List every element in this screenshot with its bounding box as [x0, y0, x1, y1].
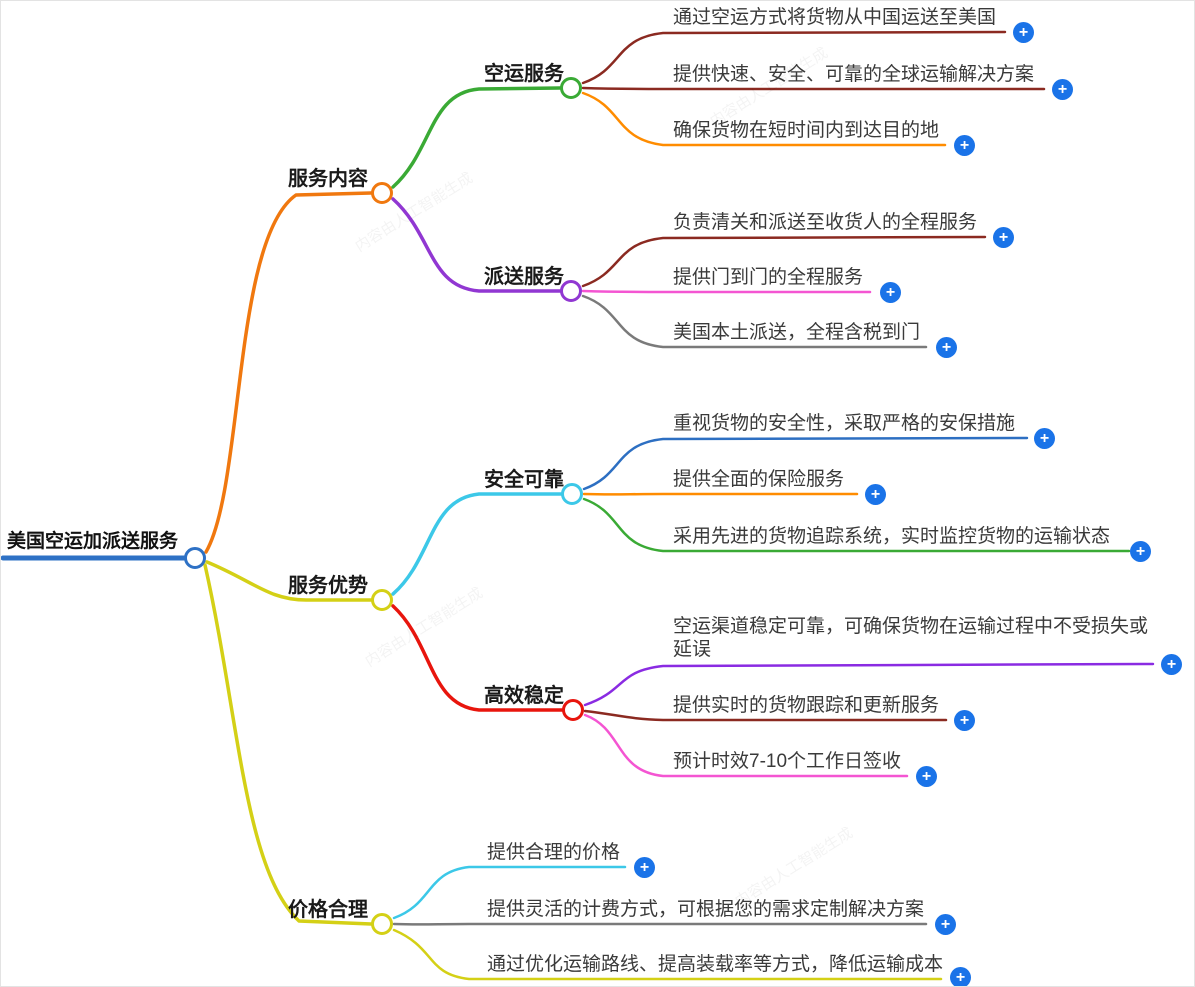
node-circle-safe-reliable[interactable] — [561, 483, 583, 505]
plus-icon: + — [921, 767, 932, 785]
plus-icon: + — [1166, 655, 1177, 673]
plus-button-reasonable-price-2[interactable]: + — [935, 914, 956, 935]
leaf-label-reasonable-price-1[interactable]: 提供合理的价格 — [487, 842, 621, 863]
subtopic-label-delivery[interactable]: 派送服务 — [484, 266, 564, 288]
plus-button-safe-reliable-2[interactable]: + — [865, 484, 886, 505]
plus-button-efficient-stable-1[interactable]: + — [1161, 654, 1182, 675]
leaf-line-safe-reliable-3 — [582, 497, 1131, 553]
node-circle-reasonable-price[interactable] — [371, 913, 393, 935]
leaf-label-delivery-2[interactable]: 提供门到门的全程服务 — [673, 267, 864, 288]
plus-button-air-freight-1[interactable]: + — [1013, 22, 1034, 43]
root-node-circle[interactable] — [184, 547, 206, 569]
subtopic-label-air-freight[interactable]: 空运服务 — [484, 63, 564, 85]
leaf-label-air-freight-3[interactable]: 确保货物在短时间内到达目的地 — [673, 120, 940, 141]
leaf-label-safe-reliable-3[interactable]: 采用先进的货物追踪系统，实时监控货物的运输状态 — [673, 526, 1111, 547]
branch-label-reasonable-price[interactable]: 价格合理 — [288, 899, 368, 921]
plus-button-delivery-3[interactable]: + — [936, 337, 957, 358]
leaf-line-efficient-stable-3 — [583, 713, 909, 778]
root-node-label[interactable]: 美国空运加派送服务 — [7, 531, 179, 552]
leaf-line-air-freight-3 — [581, 91, 947, 147]
leaf-line-efficient-stable-2 — [583, 709, 948, 722]
plus-button-air-freight-3[interactable]: + — [954, 135, 975, 156]
leaf-label-air-freight-1[interactable]: 通过空运方式将货物从中国运送至美国 — [673, 7, 997, 28]
leaf-label-efficient-stable-1[interactable]: 空运渠道稳定可靠，可确保货物在运输过程中不受损失或延误 — [673, 616, 1149, 660]
leaf-line-delivery-2 — [581, 289, 872, 294]
plus-icon: + — [639, 858, 650, 876]
leaf-line-safe-reliable-1 — [582, 436, 1029, 491]
branch-line-reasonable-price — [203, 563, 373, 926]
leaf-line-delivery-1 — [581, 235, 987, 288]
subtopic-label-safe-reliable[interactable]: 安全可靠 — [484, 469, 564, 491]
branch-line-service-content — [204, 191, 373, 554]
branch-label-service-content[interactable]: 服务内容 — [288, 168, 368, 190]
plus-icon: + — [998, 228, 1009, 246]
plus-icon: + — [1135, 542, 1146, 560]
leaf-line-air-freight-1 — [581, 30, 1007, 85]
leaf-label-delivery-1[interactable]: 负责清关和派送至收货人的全程服务 — [673, 212, 978, 233]
branch-line-air-freight — [391, 86, 562, 189]
leaf-line-air-freight-2 — [581, 86, 1046, 91]
plus-button-delivery-1[interactable]: + — [993, 227, 1014, 248]
branch-line-delivery — [391, 197, 562, 293]
plus-icon: + — [959, 711, 970, 729]
plus-icon: + — [959, 136, 970, 154]
plus-icon: + — [1057, 80, 1068, 98]
subtopic-label-efficient-stable[interactable]: 高效稳定 — [484, 685, 564, 707]
leaf-label-reasonable-price-3[interactable]: 通过优化运输路线、提高装载率等方式，降低运输成本 — [487, 954, 944, 975]
leaf-line-efficient-stable-1 — [583, 662, 1155, 707]
plus-icon: + — [1039, 429, 1050, 447]
plus-icon: + — [885, 283, 896, 301]
branch-line-safe-reliable — [391, 492, 563, 596]
leaf-label-delivery-3[interactable]: 美国本土派送，全程含税到门 — [673, 322, 921, 343]
node-circle-air-freight[interactable] — [560, 77, 582, 99]
branch-line-service-advantages — [205, 560, 373, 602]
leaf-line-delivery-3 — [581, 294, 928, 349]
plus-button-reasonable-price-3[interactable]: + — [950, 967, 971, 986]
branch-line-efficient-stable — [391, 604, 564, 712]
plus-icon: + — [1018, 23, 1029, 41]
leaf-label-safe-reliable-2[interactable]: 提供全面的保险服务 — [673, 469, 845, 490]
plus-button-safe-reliable-3[interactable]: + — [1130, 541, 1151, 562]
leaf-label-safe-reliable-1[interactable]: 重视货物的安全性，采取严格的安保措施 — [673, 413, 1016, 434]
leaf-label-efficient-stable-2[interactable]: 提供实时的货物跟踪和更新服务 — [673, 695, 940, 716]
branch-label-service-advantages[interactable]: 服务优势 — [288, 575, 368, 597]
leaf-line-reasonable-price-3 — [392, 928, 943, 981]
leaf-label-reasonable-price-2[interactable]: 提供灵活的计费方式，可根据您的需求定制解决方案 — [487, 899, 925, 920]
leaf-label-efficient-stable-3[interactable]: 预计时效7-10个工作日签收 — [673, 751, 902, 772]
node-circle-service-advantages[interactable] — [371, 589, 393, 611]
plus-icon: + — [940, 915, 951, 933]
leaf-line-reasonable-price-1 — [392, 865, 627, 920]
node-circle-service-content[interactable] — [371, 182, 393, 204]
node-circle-efficient-stable[interactable] — [562, 699, 584, 721]
node-circle-delivery[interactable] — [560, 280, 582, 302]
plus-icon: + — [870, 485, 881, 503]
plus-button-efficient-stable-2[interactable]: + — [954, 710, 975, 731]
plus-button-safe-reliable-1[interactable]: + — [1034, 428, 1055, 449]
plus-button-efficient-stable-3[interactable]: + — [916, 766, 937, 787]
plus-button-delivery-2[interactable]: + — [880, 282, 901, 303]
plus-icon: + — [955, 968, 966, 986]
plus-button-air-freight-2[interactable]: + — [1052, 79, 1073, 100]
plus-button-reasonable-price-1[interactable]: + — [634, 857, 655, 878]
plus-icon: + — [941, 338, 952, 356]
leaf-label-air-freight-2[interactable]: 提供快速、安全、可靠的全球运输解决方案 — [673, 64, 1035, 85]
